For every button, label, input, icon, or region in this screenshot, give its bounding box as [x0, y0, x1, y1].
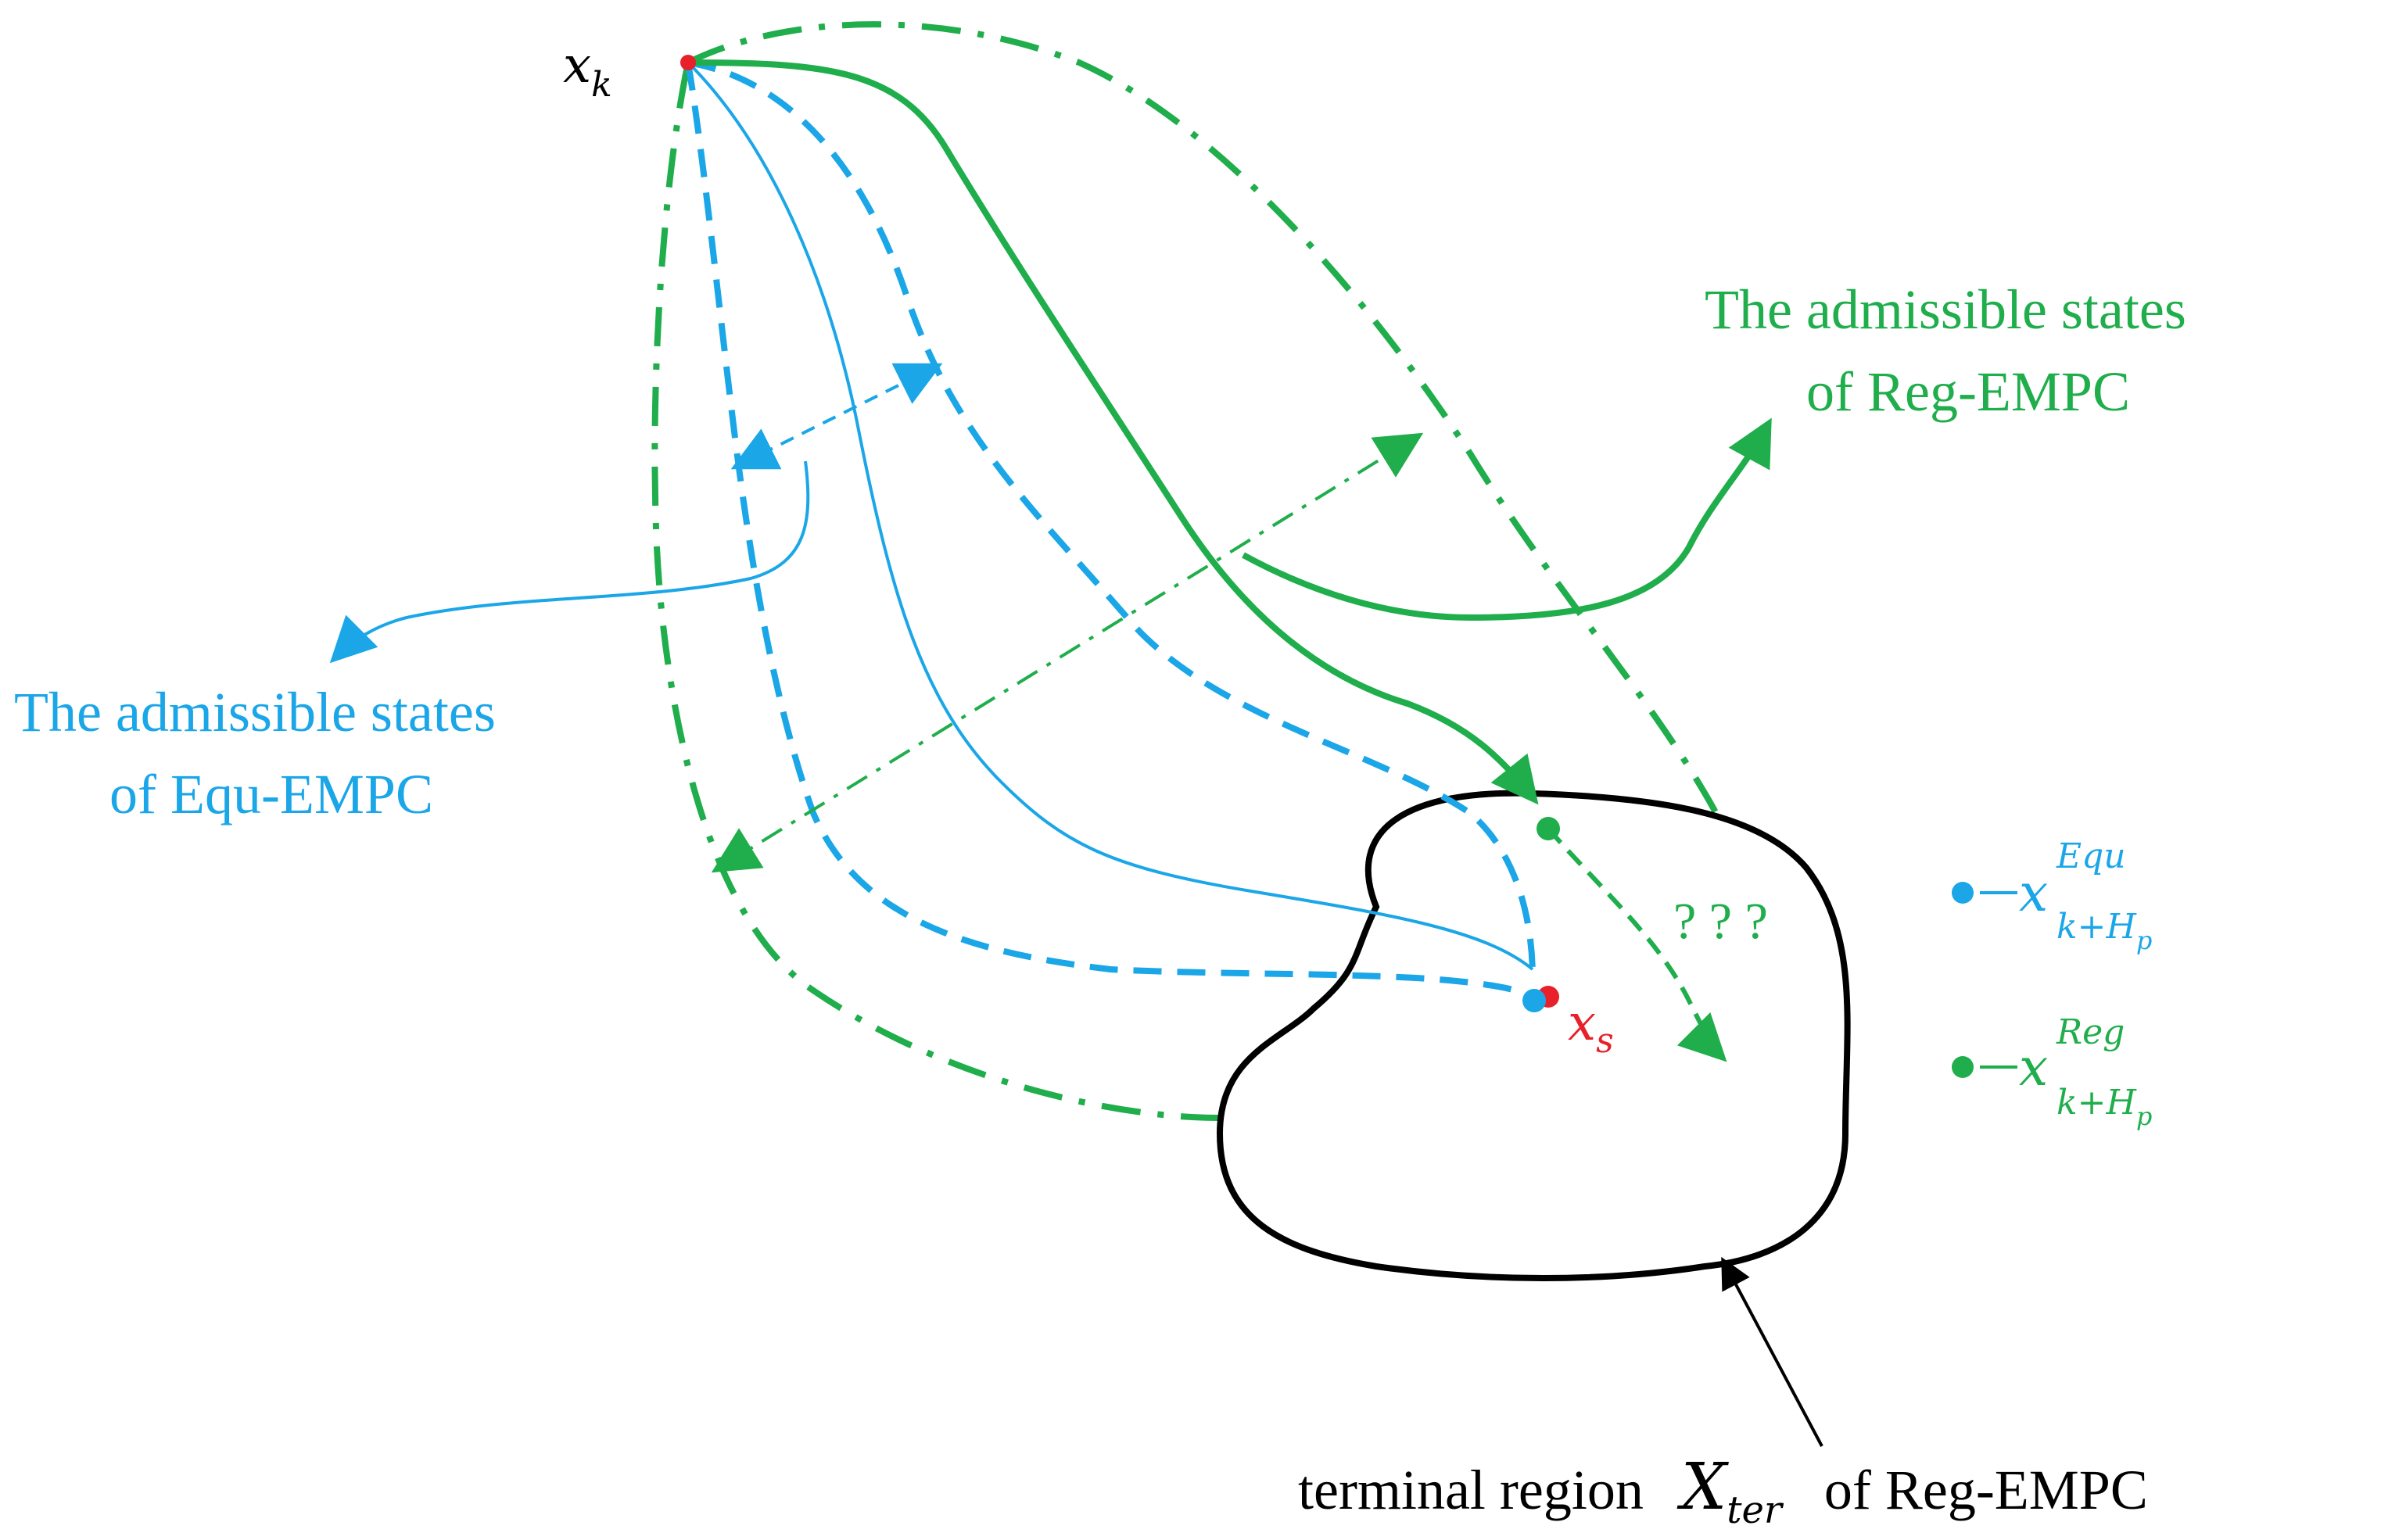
reg-admissible-label: The admissible states of Reg-EMPC	[1705, 278, 2200, 423]
xk-point	[680, 55, 696, 70]
xs-label: xs	[1568, 994, 1614, 1061]
legend-label-reg: x	[2019, 1037, 2048, 1098]
equ-label-pointer	[329, 460, 810, 664]
equ-dashed-trajectory-left	[685, 62, 1526, 996]
legend: x Equ k+Hp x Reg k+Hp	[1952, 836, 2152, 1131]
reg-width-double-arrow	[711, 432, 1424, 873]
reg-terminal-continuation	[1546, 827, 1727, 1062]
legend-sup-reg: Reg	[2056, 1012, 2125, 1052]
legend-sub-reg: k+Hp	[2056, 1083, 2152, 1131]
question-marks: ? ? ?	[1673, 893, 1768, 950]
reg-solid-trajectory	[687, 59, 1539, 805]
legend-sup-equ: Equ	[2056, 836, 2126, 876]
equ-width-double-arrow	[730, 363, 943, 470]
legend-label-equ: x	[2019, 863, 2048, 923]
legend-item-reg: x Reg k+Hp	[1952, 1012, 2152, 1131]
reg-admissible-boundary	[651, 21, 1723, 1121]
terminal-region-caption: terminal region Xter of Reg-EMPC	[1298, 1450, 2148, 1535]
equ-terminal-point	[1522, 989, 1546, 1012]
equ-dashed-trajectory-right	[687, 59, 1536, 978]
legend-item-equ: x Equ k+Hp	[1952, 836, 2152, 955]
equ-admissible-label: The admissible states of Equ-EMPC	[14, 681, 510, 826]
equ-solid-trajectory	[687, 61, 1534, 971]
terminal-region	[1216, 790, 1851, 1281]
legend-sub-equ: k+Hp	[2056, 907, 2152, 955]
terminal-region-pointer	[1721, 1256, 1823, 1447]
reg-label-pointer	[1242, 417, 1772, 621]
xk-label: xk	[563, 37, 612, 105]
reg-terminal-point	[1537, 817, 1560, 840]
